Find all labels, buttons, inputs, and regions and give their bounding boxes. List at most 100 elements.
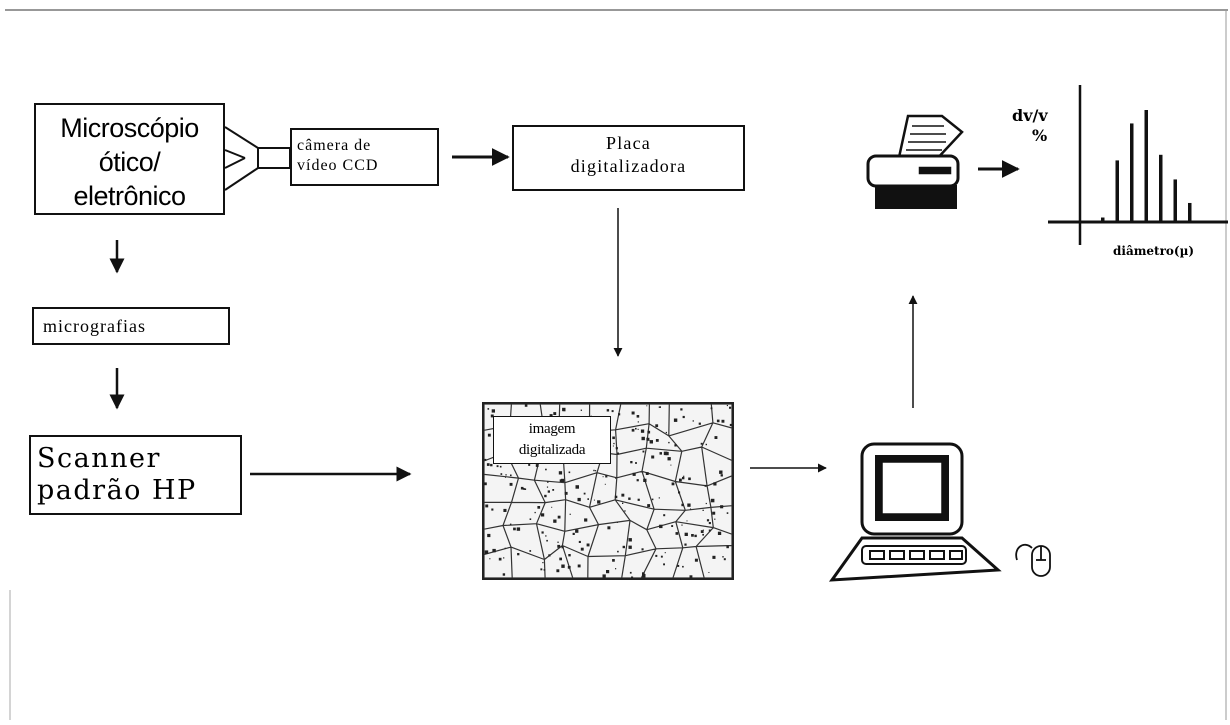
grain-speck [617,550,619,553]
camera-line-1: câmera de [297,137,372,154]
grain-speck [616,521,618,523]
grain-speck [720,474,723,477]
grain-speck [641,548,644,551]
grain-speck [642,572,645,575]
grain-speck [578,540,581,543]
camera-box: câmera de vídeo CCD [290,128,439,186]
imagem-line-2: digitalizada [518,442,586,458]
grain-speck [722,556,724,558]
grain-speck [552,489,555,491]
grain-speck [645,472,649,475]
grain-speck [655,424,659,428]
grain-speck [642,450,645,453]
histogram-ylabel-line-1: dv/v [1012,106,1048,125]
grain-speck [490,414,494,418]
grain-speck [690,508,692,510]
grain-speck [705,443,707,446]
placa-line-1: Placa [606,133,651,153]
grain-speck [605,475,608,478]
printer-icon [866,114,964,209]
grain-speck [630,461,633,464]
grain-speck [667,457,671,461]
grain-speck [553,519,557,523]
grain-speck [673,418,678,422]
grain-speck [543,569,546,571]
grain-speck [607,526,611,530]
grain-speck [679,478,682,482]
grain-speck [646,405,648,407]
grain-speck [546,539,548,542]
histogram-bar [1173,179,1177,222]
grain-speck [557,544,561,548]
grain-speck [505,476,506,478]
histogram-bar [1101,217,1105,222]
grain-speck [700,530,704,533]
histogram-xlabel: diâmetro(µ) [1113,244,1195,258]
grain-speck [490,463,493,467]
grain-speck [714,518,716,520]
grain-speck [613,442,615,445]
grain-speck [561,478,565,483]
grain-speck [612,559,615,562]
histogram-bar [1130,123,1134,222]
grain-speck [503,508,507,512]
grain-speck [602,476,604,478]
grain-speck [593,469,595,472]
computer-icon [828,442,1002,582]
grain-speck [606,409,610,412]
grain-speck [651,498,654,501]
grain-speck [637,428,639,430]
grain-speck [663,451,668,456]
grain-speck [682,565,684,568]
grain-speck [540,568,543,571]
grain-speck [641,436,645,441]
grain-speck [541,531,544,534]
grain-speck [658,406,660,408]
grain-speck [700,442,703,445]
grain-speck [556,569,560,573]
grain-speck [720,505,724,509]
grain-speck [572,532,575,535]
grain-speck [708,522,711,525]
mouse-icon [1015,543,1051,577]
scanner-box: Scanner padrão HP [29,435,242,515]
grain-speck [637,498,640,501]
grain-speck [636,479,639,482]
grain-speck [615,477,617,479]
grain-speck [563,409,566,412]
grain-speck [558,471,563,475]
grain-speck [498,557,502,561]
grain-speck [577,497,581,502]
grain-speck [557,541,559,543]
grain-speck [649,440,653,444]
grain-speck [553,412,557,415]
grain-speck [604,483,606,485]
grain-speck [647,430,651,434]
digitized-image-box: imagem digitalizada [482,402,734,580]
grain-speck [551,506,553,508]
placa-line-2: digitalizadora [570,156,687,176]
grain-speck [647,504,651,507]
grain-speck [577,564,581,568]
grain-speck [487,433,491,437]
grain-speck [636,415,640,418]
grain-speck [643,478,647,482]
microscopio-box: Microscópio ótico/ eletrônico [34,103,225,215]
grain-speck [670,464,672,466]
grain-speck [674,444,677,447]
grain-speck [621,493,625,497]
grain-speck [503,557,505,559]
grain-speck [546,486,549,488]
grain-speck [631,428,635,432]
grain-speck [595,470,597,472]
grain-speck [535,464,539,467]
grain-speck [710,498,715,503]
grain-speck [580,547,584,551]
grain-speck [504,547,506,549]
grain-speck [491,409,495,413]
scanner-line-2: padrão HP [37,475,197,506]
grain-speck [584,518,588,522]
grain-speck [606,570,610,574]
grain-speck [692,420,694,422]
